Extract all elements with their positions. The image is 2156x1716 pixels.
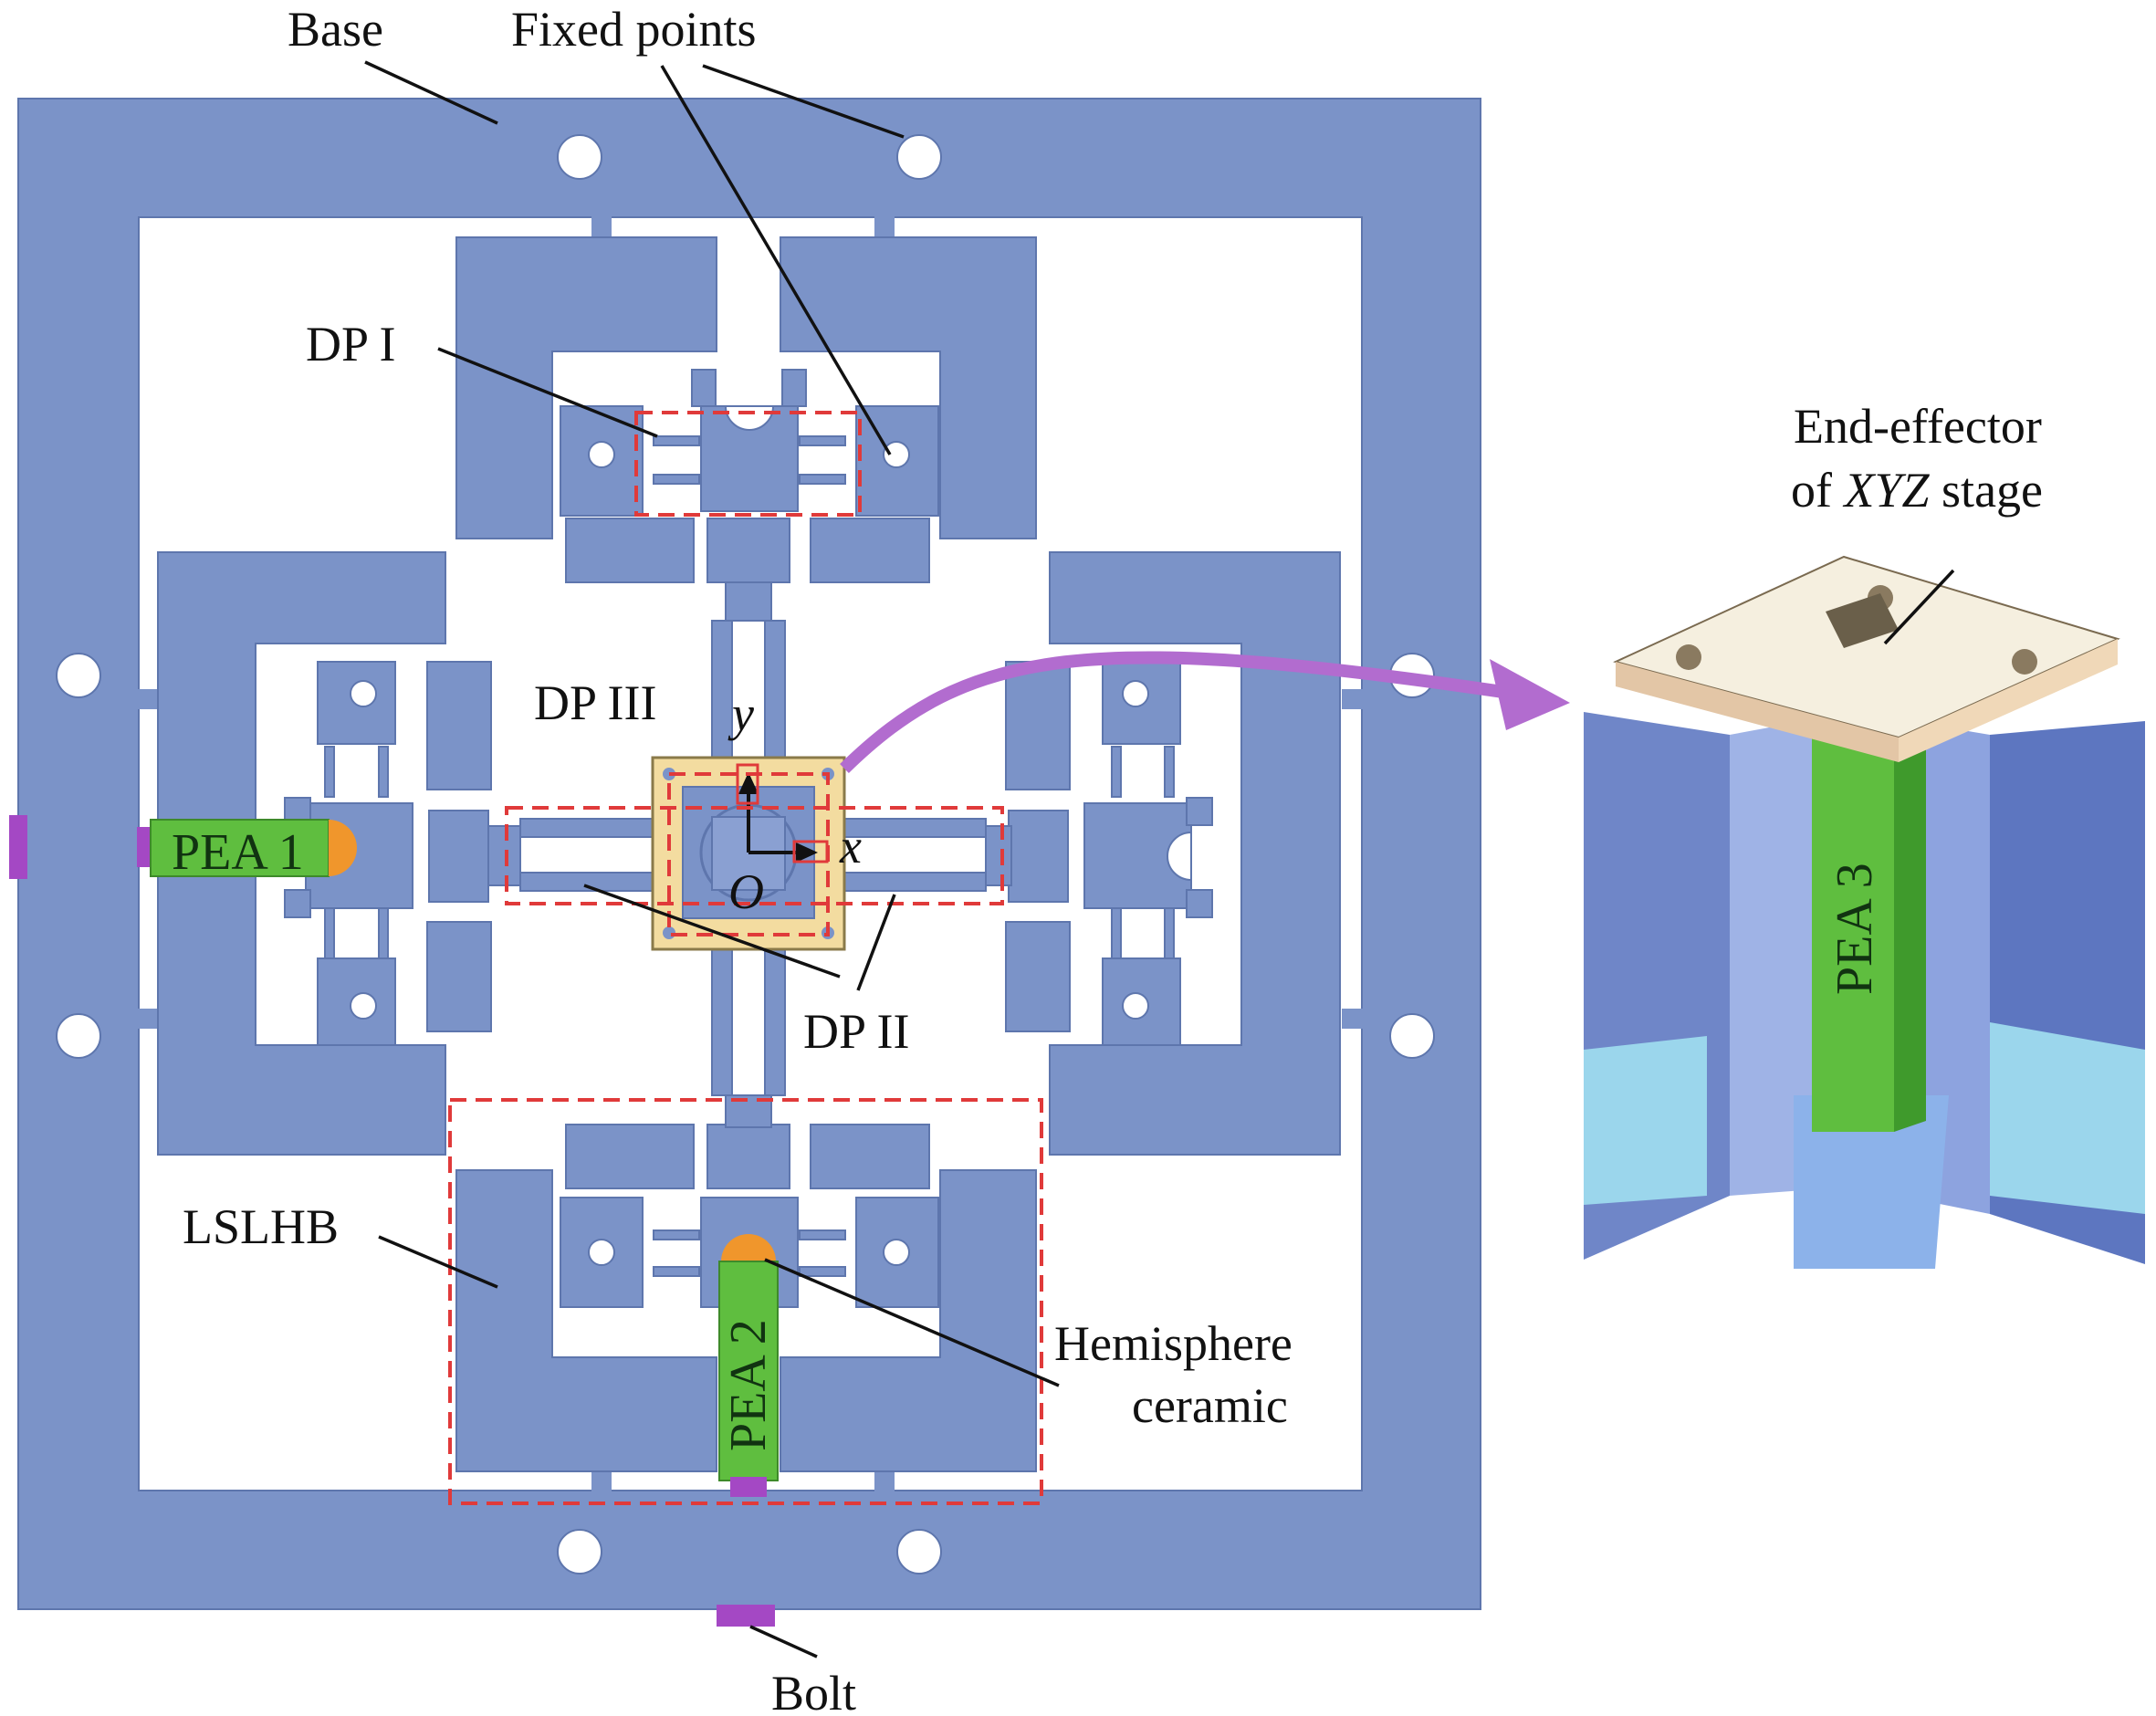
dp1-highlight [634,411,862,517]
label-dp3: DP III [534,675,656,730]
bottom-mechanism [455,1124,1037,1472]
dp2-highlight [505,806,1004,905]
label-origin: O [728,864,764,919]
label-base: Base [288,2,383,57]
pea1-label: PEA 1 [172,824,304,881]
label-end-effector-line2: of XYZ stage [1791,463,2043,518]
top-mechanism [455,236,1037,583]
coordinate-axes [736,763,829,863]
end-effector-stage: stage [1930,463,2043,518]
label-lslhb: LSLHB [183,1199,339,1254]
pea3-label: PEA 3 [1826,863,1883,995]
label-hemisphere-line1: Hemisphere [1054,1316,1293,1371]
label-dp2: DP II [803,1004,910,1059]
circle-hole-icon [557,1529,602,1575]
circle-hole-icon [1389,1013,1435,1059]
pea2-actuator [718,1234,779,1497]
label-hemisphere-line2: ceramic [1132,1378,1288,1433]
end-effector-xyz: XYZ [1842,463,1930,518]
base-frame [17,98,1481,1610]
top-mechanism-holes [588,405,910,468]
bolt [717,1605,775,1627]
circle-hole-icon [896,1529,942,1575]
label-axis-x: x [839,819,862,874]
end-effector-3d [1584,555,2145,1269]
right-mechanism-holes [1122,680,1192,1020]
label-bolt: Bolt [771,1666,856,1716]
circle-hole-icon [56,1013,101,1059]
bottom-mechanism-holes [588,1239,910,1266]
label-end-effector-line1: End-effector [1794,399,2042,454]
label-fixed-points: Fixed points [511,2,757,57]
highlight-boxes [448,411,1043,1505]
pea3-bar [1812,712,1894,1132]
label-dp1: DP I [306,317,396,371]
circle-hole-icon [56,653,101,698]
pea1-actuator [9,815,357,879]
lslhb-highlight [448,1098,1043,1505]
dp3-highlight [667,772,830,936]
label-axis-y: y [727,686,754,741]
flexure-beams [487,581,1012,1128]
circle-hole-icon [896,134,942,180]
left-mechanism-holes [350,680,377,1020]
end-effector-of: of [1791,463,1844,518]
leader-lines [364,60,1955,1658]
pea2-label: PEA 2 [720,1319,777,1451]
circle-hole-icon [557,134,602,180]
curved-arrow-icon [840,651,1570,774]
